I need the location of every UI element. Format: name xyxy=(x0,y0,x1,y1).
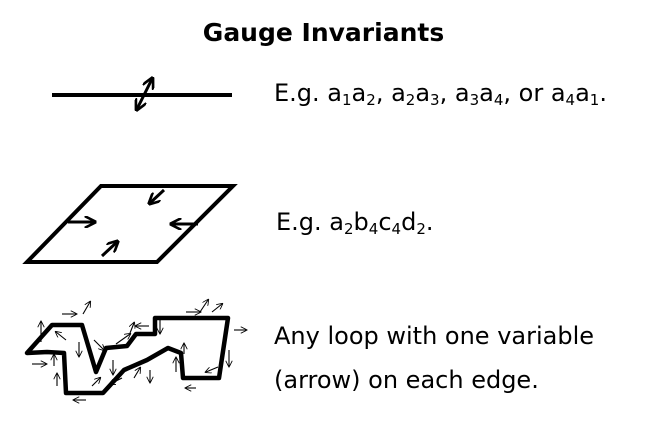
caption-subscript: 2 xyxy=(405,91,416,109)
double-arrow xyxy=(137,79,152,109)
caption-loop-description: Any loop with one variable (arrow) on ea… xyxy=(274,314,594,402)
caption-text: , a xyxy=(375,79,406,107)
caption-text: . xyxy=(599,79,607,107)
caption-loop-line-1: Any loop with one variable xyxy=(274,322,595,350)
caption-text: a xyxy=(575,79,590,107)
caption-subscript: 3 xyxy=(430,91,440,109)
caption-subscript: 4 xyxy=(493,91,504,109)
caption-subscript: 2 xyxy=(366,91,376,109)
caption-text: E.g. a xyxy=(274,79,342,107)
caption-link-example: E.g. a1a2, a2a3, a3a4, or a4a1. xyxy=(274,79,607,109)
caption-subscript: 3 xyxy=(469,91,480,109)
caption-subscript: 4 xyxy=(565,91,576,109)
caption-subscript: 1 xyxy=(342,91,352,109)
plaquette-outline xyxy=(22,184,238,264)
caption-text: , a xyxy=(439,79,470,107)
caption-loop-line-2: (arrow) on each edge. xyxy=(274,366,539,394)
caption-subscript: 2 xyxy=(344,220,354,238)
caption-subscript: 2 xyxy=(416,220,426,238)
caption-text: a xyxy=(351,79,367,107)
caption-subscript: 1 xyxy=(589,91,600,109)
plaquette-arrow-top xyxy=(150,188,166,203)
single-link-diagram xyxy=(52,79,232,109)
loop-edge-arrows xyxy=(32,300,246,400)
arbitrary-loop-diagram xyxy=(24,300,246,400)
caption-text: , or a xyxy=(503,79,566,107)
diagram-title: Gauge Invariants xyxy=(202,18,445,47)
loop-outline xyxy=(24,315,231,396)
plaquette-diagram xyxy=(22,184,238,264)
caption-subscript: 4 xyxy=(391,220,402,238)
plaquette-arrow-bottom xyxy=(100,242,117,258)
caption-text: d xyxy=(401,208,417,236)
caption-text: a xyxy=(479,79,494,107)
caption-subscript: 4 xyxy=(368,220,379,238)
caption-text: c xyxy=(378,208,392,236)
caption-plaquette-example: E.g. a2b4c4d2. xyxy=(276,208,434,238)
caption-text: a xyxy=(415,79,431,107)
caption-text: E.g. a xyxy=(276,208,344,236)
caption-text: b xyxy=(353,208,369,236)
caption-text: . xyxy=(425,208,434,236)
